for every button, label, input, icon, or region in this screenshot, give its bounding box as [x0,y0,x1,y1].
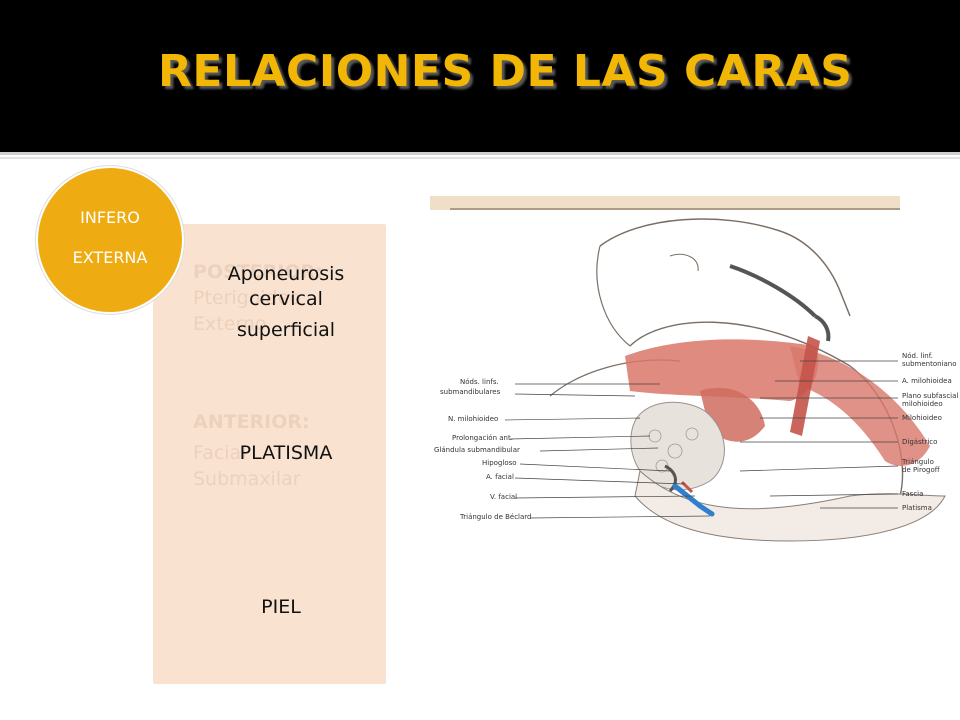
label-nod-linf: Nód. linf. [902,352,933,360]
label-milohioideo-plane: milohioideo [902,400,943,408]
ghost-anterior-line2: Submaxilar [193,468,301,490]
badge-line2: EXTERNA [72,248,148,267]
anatomy-illustration: Nóds. linfs. submandibulares N. milohioi… [430,196,960,610]
slide-title: RELACIONES DE LAS CARAS [158,46,853,97]
label-submentoniano: submentoniano [902,360,957,368]
label-nods-linfs: Nóds. linfs. [460,378,499,386]
label-hipogloso: Hipogloso [482,459,517,467]
ghost-posterior-heading: POSTERIOR: [193,261,323,283]
label-triangulo-beclard: Triángulo de Béclard [459,513,532,521]
divider-line-secondary [0,157,960,159]
ghost-posterior-line2: Externo [193,313,267,335]
label-prolongacion-ant: Prolongación ant. [452,434,513,442]
label-glandula-submandibular: Glándula submandibular [434,446,520,454]
layers-panel [153,224,386,684]
layer-platisma: PLATISMA [239,442,333,464]
label-plano-subfascial: Plano subfascial [902,392,958,400]
label-platisma: Platisma [902,504,932,512]
label-triangulo: Triángulo [901,458,934,466]
label-fascia: Fascia [902,490,923,498]
badge-line1: INFERO [80,208,140,227]
layer-aponeurosis-line3: superficial [236,319,336,341]
label-a-milohioidea: A. milohioidea [902,377,952,385]
label-v-facial: V. facial [490,493,517,501]
ghost-anterior-heading: ANTERIOR: [193,411,310,433]
label-n-milohioideo: N. milohioideo [448,415,498,423]
title-bar [0,0,960,152]
layer-piel: PIEL [261,596,301,618]
label-a-facial: A. facial [486,473,514,481]
label-digastrico: Digástrico [902,438,937,446]
layer-aponeurosis-line2: cervical [249,288,323,310]
label-submandibulares: submandibulares [440,388,501,396]
label-de-pirogoff: de Pirogoff [902,466,940,474]
region-badge [36,166,184,314]
ghost-posterior-line1: Pterigoideo [193,287,302,309]
layer-aponeurosis-line1: Aponeurosis [227,263,345,285]
label-milohioideo: Milohioideo [902,414,942,422]
ghost-anterior-line1: Facial [193,442,247,464]
divider-line [0,152,960,155]
